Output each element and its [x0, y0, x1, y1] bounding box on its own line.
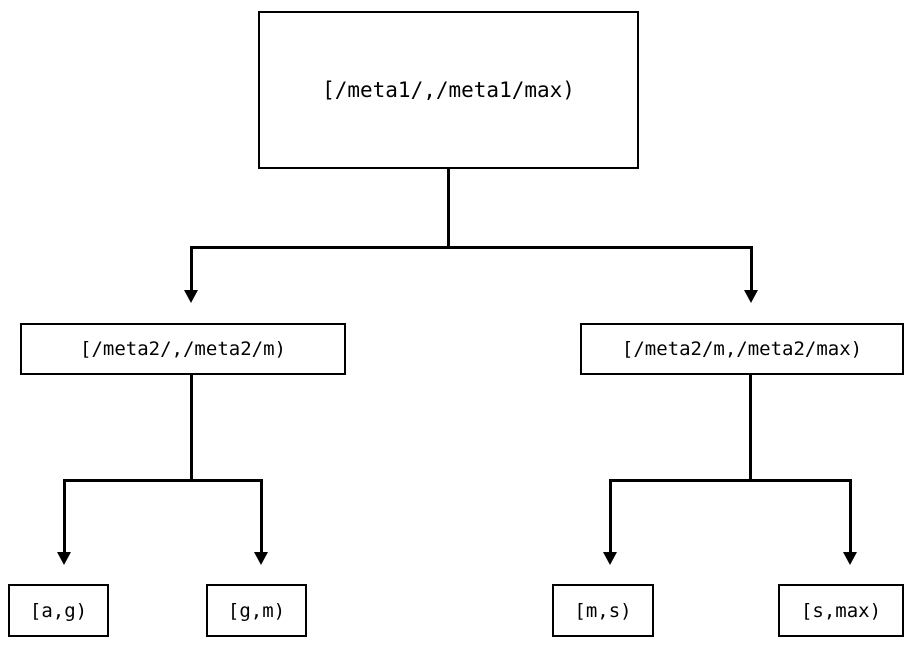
- connector-midleft-crossbar: [63, 479, 263, 482]
- connector-midright-crossbar: [609, 479, 852, 482]
- arrowhead-icon-midleft-right: [254, 552, 268, 565]
- tree-node-leaf-1-label: [a,g): [29, 599, 88, 622]
- connector-root-crossbar: [190, 246, 753, 249]
- tree-node-mid-left[interactable]: [/meta2/,/meta2/m): [20, 323, 346, 375]
- arrowhead-icon-midleft-left: [57, 552, 71, 565]
- tree-node-leaf-1[interactable]: [a,g): [8, 584, 109, 637]
- tree-node-leaf-4[interactable]: [s,max): [778, 584, 904, 637]
- connector-midleft-stem: [190, 375, 193, 481]
- tree-node-mid-left-label: [/meta2/,/meta2/m): [80, 338, 286, 360]
- tree-node-leaf-4-label: [s,max): [800, 599, 882, 622]
- connector-root-drop-left: [190, 246, 193, 291]
- connector-midright-drop-left: [609, 479, 612, 553]
- arrowhead-icon-root-left: [184, 290, 198, 303]
- connector-midright-drop-right: [849, 479, 852, 553]
- tree-node-leaf-3-label: [m,s): [574, 599, 632, 622]
- connector-midleft-drop-left: [63, 479, 66, 553]
- tree-node-leaf-2[interactable]: [g,m): [206, 584, 307, 637]
- tree-node-mid-right-label: [/meta2/m,/meta2/max): [621, 338, 863, 360]
- tree-node-root-label: [/meta1/,/meta1/max): [322, 78, 575, 102]
- arrowhead-icon-root-right: [744, 290, 758, 303]
- connector-midleft-drop-right: [260, 479, 263, 553]
- tree-node-mid-right[interactable]: [/meta2/m,/meta2/max): [580, 323, 904, 375]
- connector-root-stem: [447, 169, 450, 248]
- tree-node-leaf-3[interactable]: [m,s): [552, 584, 654, 637]
- arrowhead-icon-midright-right: [843, 552, 857, 565]
- tree-node-root[interactable]: [/meta1/,/meta1/max): [258, 11, 639, 169]
- arrowhead-icon-midright-left: [603, 552, 617, 565]
- connector-midright-stem: [749, 375, 752, 481]
- tree-node-leaf-2-label: [g,m): [227, 599, 286, 622]
- connector-root-drop-right: [750, 246, 753, 291]
